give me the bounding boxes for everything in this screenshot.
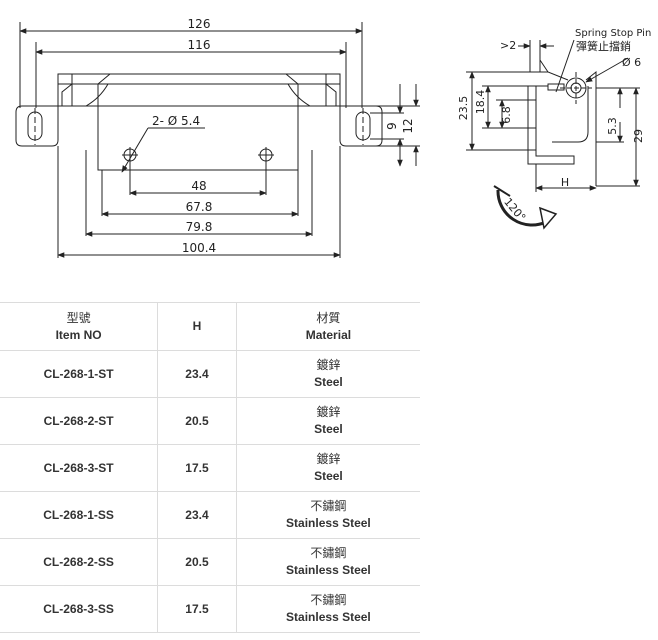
side-view (466, 39, 640, 230)
header-h: H (157, 302, 237, 351)
dim-100-4: 100.4 (182, 241, 216, 255)
dim-9: 9 (385, 122, 399, 130)
header-material: 材質 Material (235, 302, 420, 351)
dim-6-8: 6.8 (500, 106, 513, 124)
front-view (15, 22, 420, 258)
cell-h: 20.5 (157, 538, 237, 586)
cell-item-no: CL-268-1-ST (0, 350, 158, 398)
dim-67-8: 67.8 (186, 200, 213, 214)
dim-29: 29 (632, 129, 645, 143)
dim-116: 116 (188, 38, 211, 52)
cell-item-no: CL-268-1-SS (0, 491, 158, 539)
cell-h: 17.5 (157, 585, 237, 633)
cell-item-no: CL-268-3-SS (0, 585, 158, 633)
dim-h: H (561, 176, 569, 189)
cell-h: 23.4 (157, 491, 237, 539)
dim-48: 48 (191, 179, 206, 193)
table-header-row: 型號 Item NO H 材質 Material (0, 302, 420, 351)
header-item-no: 型號 Item NO (0, 302, 158, 351)
dim-12: 12 (401, 118, 415, 133)
spec-table: 型號 Item NO H 材質 Material CL-268-1-ST 23.… (0, 302, 420, 633)
callout-spring-stop-pin-zh: 彈簧止擋銷 (576, 39, 631, 53)
dim-hole-diameter: 2- Ø 5.4 (152, 114, 200, 128)
cell-h: 20.5 (157, 397, 237, 445)
cell-item-no: CL-268-2-ST (0, 397, 158, 445)
cell-h: 23.4 (157, 350, 237, 398)
dim-5-3: 5.3 (606, 117, 619, 135)
dim-18-4: 18.4 (474, 90, 487, 115)
cell-item-no: CL-268-2-SS (0, 538, 158, 586)
dim-pin-diameter: Ø 6 (622, 56, 641, 69)
dim-gt2: >2 (500, 39, 516, 52)
dim-79-8: 79.8 (186, 220, 213, 234)
cell-item-no: CL-268-3-ST (0, 444, 158, 492)
dim-23-5: 23.5 (457, 96, 470, 121)
dim-126: 126 (188, 17, 211, 31)
cell-h: 17.5 (157, 444, 237, 492)
callout-spring-stop-pin: Spring Stop Pin (575, 28, 651, 39)
technical-drawing: 126 116 2- Ø 5.4 48 67.8 79.8 100.4 9 12 (15, 17, 651, 258)
